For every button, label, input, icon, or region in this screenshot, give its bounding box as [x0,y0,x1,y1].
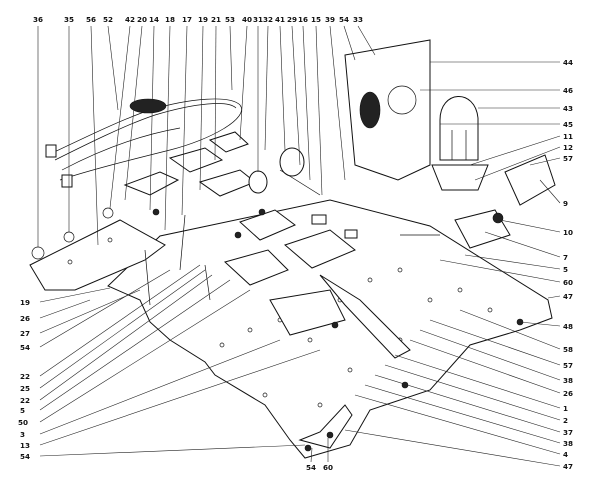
callout-label: 57 [563,154,573,163]
lamp-bulb [431,96,489,191]
callout-label: 3 [20,430,25,439]
callout-label: 19 [20,298,30,307]
callout-label: 39 [325,15,335,24]
callout-label: 54 [20,452,30,461]
callout-label: 22 [20,372,30,381]
callout-label: 16 [298,15,308,24]
callout-label: 37 [563,428,573,437]
front-bracket [269,274,411,449]
callout-label: 41 [275,15,285,24]
callout-label: 1 [563,404,568,413]
callout-label: 11 [563,132,573,141]
callout-label: 25 [20,384,30,393]
callout-label: 60 [323,463,333,472]
leader-lines [37,25,561,467]
callout-label: 44 [563,58,573,67]
callout-label: 36 [33,15,43,24]
callout-label: 40 [242,15,252,24]
callout-label: 15 [311,15,321,24]
callout-label: 38 [563,439,573,448]
callout-label: 22 [20,396,30,405]
callout-label: 29 [287,15,297,24]
callout-label: 56 [86,15,96,24]
washer-42 [102,207,114,219]
callout-label: 27 [20,329,30,338]
callout-label: 47 [563,292,573,301]
washer-36 [31,246,45,260]
callout-label: 53 [225,15,235,24]
shield-cover [344,39,431,181]
callout-label: 7 [563,253,568,262]
callout-label: 19 [198,15,208,24]
fasteners [152,208,524,452]
callout-label: 31 [253,15,263,24]
callout-label: 4 [563,450,568,459]
callout-label: 54 [339,15,349,24]
callout-label: 5 [563,265,568,274]
callout-label: 33 [353,15,363,24]
callout-label: 20 [137,15,147,24]
upper-left-plate [29,219,166,291]
callout-label: 35 [64,15,74,24]
callout-label: 47 [563,462,573,471]
callout-label: 58 [563,345,573,354]
washer-35 [63,231,75,243]
plate-holes [219,267,493,408]
callout-label: 10 [563,228,573,237]
callout-label: 21 [211,15,221,24]
callout-label: 26 [20,314,30,323]
callout-label: 9 [563,199,568,208]
callout-label: 32 [263,15,273,24]
callout-label: 60 [563,278,573,287]
callout-label: 2 [563,416,568,425]
callout-label: 17 [182,15,192,24]
chassis-base-plate [107,199,553,459]
callout-label: 50 [18,418,28,427]
callout-label: 48 [563,322,573,331]
callout-label: 43 [563,104,573,113]
callouts-top: 36 35 56 52 42 20 14 18 17 19 21 53 40 3… [33,15,363,24]
callout-label: 54 [20,343,30,352]
switch-cluster [224,209,358,286]
callouts-right: 44 46 43 45 11 12 57 9 10 7 5 60 47 48 5… [563,58,573,471]
callout-label: 12 [563,143,573,152]
callout-label: 52 [103,15,113,24]
callout-label: 13 [20,441,30,450]
callout-label: 18 [165,15,175,24]
callout-label: 26 [563,389,573,398]
callouts-bottom: 54 60 [306,463,333,472]
bracket-assembly-upper [123,131,256,197]
callout-label: 54 [306,463,316,472]
right-bracket [454,154,556,249]
callout-label: 46 [563,86,573,95]
callout-label: 5 [20,406,25,415]
callout-label: 45 [563,120,573,129]
callout-label: 42 [125,15,135,24]
motor-assembly [248,147,321,196]
callout-label: 14 [149,15,159,24]
callout-label: 57 [563,361,573,370]
callout-label: 38 [563,376,573,385]
callouts-left: 19 26 27 54 22 25 22 5 50 3 13 54 [18,298,30,461]
cord-bundle [45,98,242,188]
